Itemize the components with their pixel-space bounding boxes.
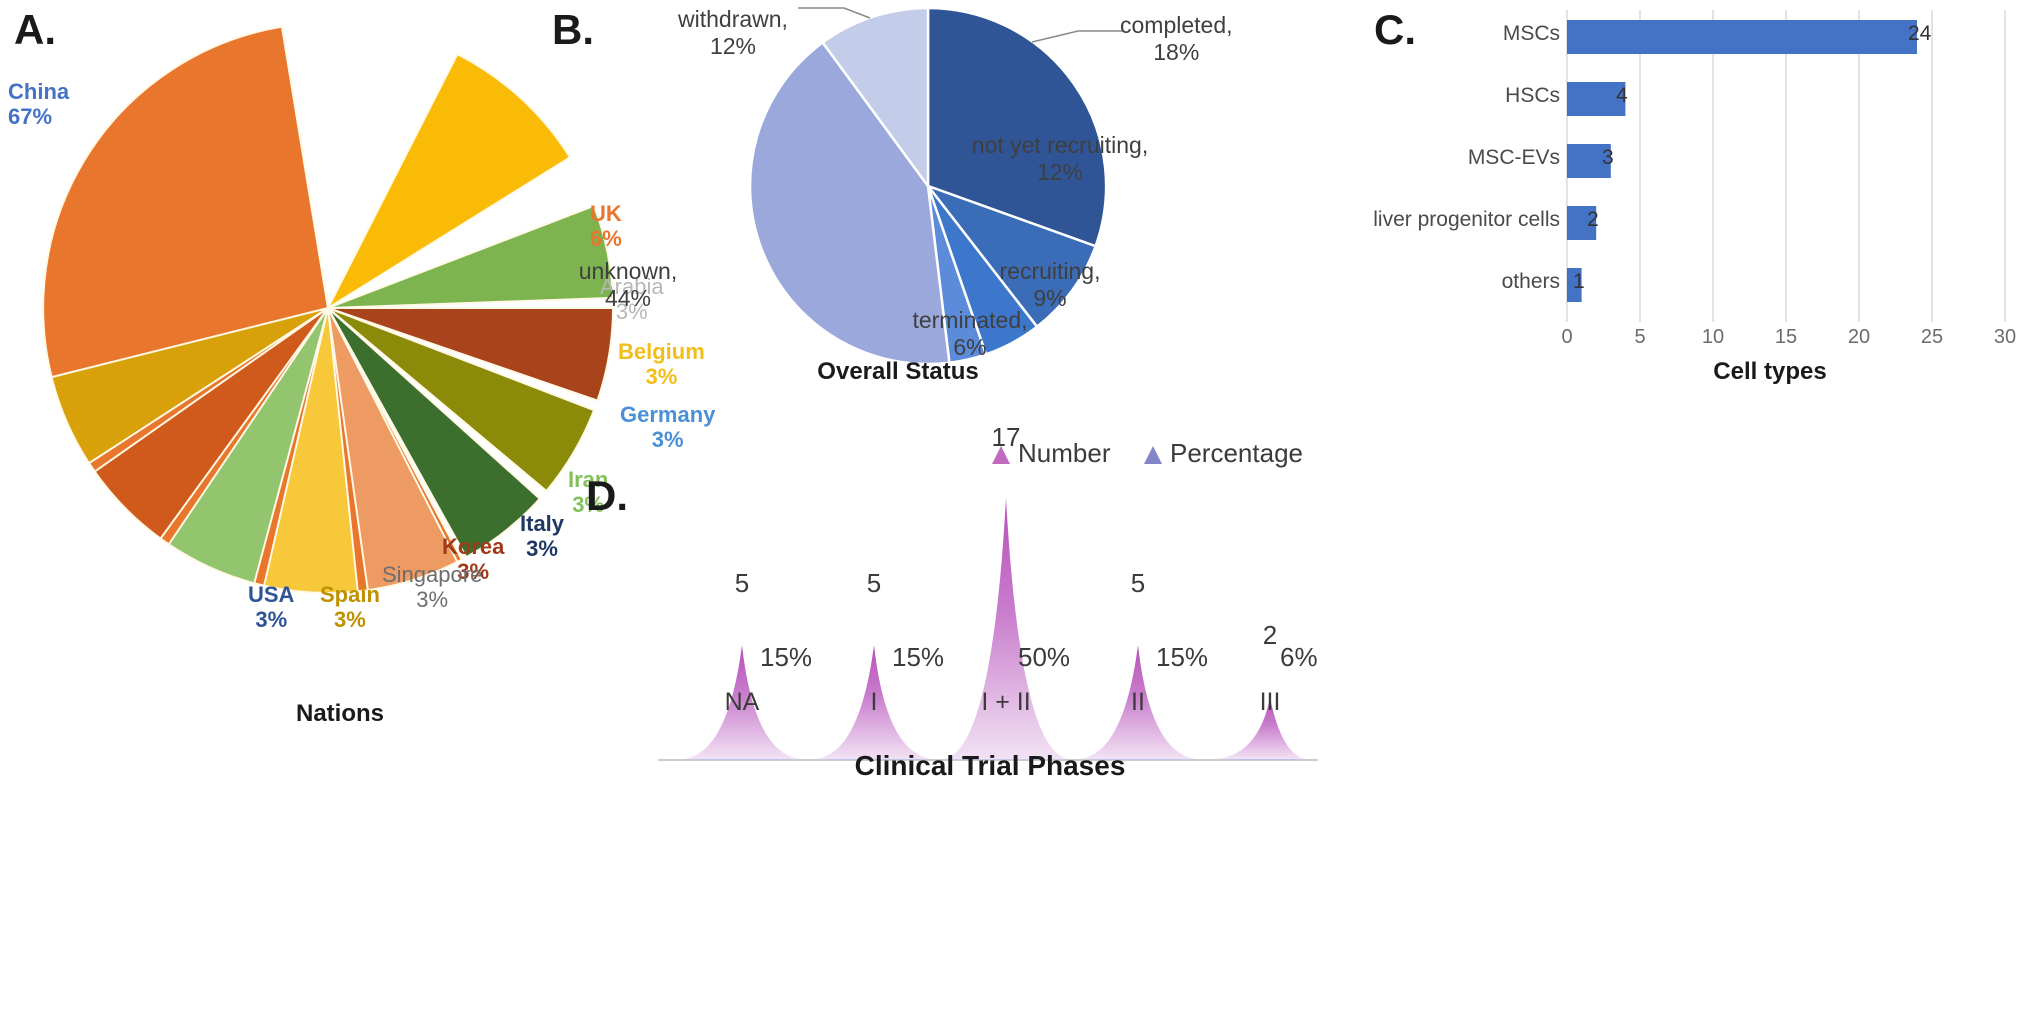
bar-value-hscs: 4: [1616, 84, 1628, 107]
pie-slice-belgium: [327, 307, 615, 402]
peak-number-iii: [1216, 698, 1306, 759]
pie-label-spain: Spain 3%: [320, 582, 380, 632]
panel-d-label: D.: [586, 472, 628, 519]
bar-label-others: others: [1501, 270, 1560, 293]
pie-slice-iran: [327, 307, 542, 559]
gridlines: [1566, 10, 2006, 322]
xcat-na: NA: [724, 688, 760, 716]
xtick-15: 15: [1774, 326, 1798, 348]
value-percentage-na: 15%: [760, 642, 813, 672]
panel-b-status-pie: B. withdrawn, 12%: [552, 0, 1380, 520]
pie-slice-withdrawn: [820, 6, 930, 190]
value-percentage-i: 15%: [892, 642, 945, 672]
panel-b-axis-title: Overall Status: [817, 358, 979, 385]
legend-marker-number: [992, 446, 1010, 464]
pie-slice-completed: [926, 6, 1108, 248]
bar-value-msc-evs: 3: [1602, 146, 1614, 169]
pie-slice-spain: [93, 307, 329, 540]
cell-types-bar-svg: [1566, 10, 2006, 322]
value-percentage-ii: 15%: [1156, 642, 1209, 672]
xcat-i: I: [870, 688, 878, 716]
pie-label-belgium: Belgium 3%: [618, 339, 705, 389]
panel-a-nations-pie: A. China 67% UK 6%: [0, 0, 715, 740]
xtick-5: 5: [1634, 326, 1646, 348]
pie-label-china: China 67%: [8, 79, 70, 129]
status-label-recruiting: recruiting, 9%: [999, 258, 1101, 312]
xcat-ii: II: [1131, 688, 1145, 716]
peak-number-ii: [1080, 645, 1196, 759]
leader-line-completed: [1031, 30, 1124, 43]
pie-slice-not-yet-recruiting: [924, 183, 1098, 329]
peak-number-i-ii: [944, 498, 1068, 759]
xtick-10: 10: [1701, 326, 1725, 348]
status-label-unknown: unknown, 44%: [578, 258, 678, 312]
status-label-not-yet-recruiting: not yet recruiting, 12%: [971, 132, 1149, 186]
status-label-completed: completed, 18%: [1120, 12, 1233, 66]
pie-label-singapore: Singapore 3%: [382, 562, 483, 612]
peak-number-i: [816, 645, 932, 759]
pie-label-usa: USA 3%: [248, 582, 295, 632]
bar-value-liver-progenitor-cells: 2: [1587, 208, 1599, 231]
panel-c-label: C.: [1374, 6, 1416, 53]
bar-mscs: [1567, 20, 1917, 54]
panel-a-axis-title: Nations: [295, 700, 384, 727]
xcat-iii: III: [1259, 688, 1281, 716]
value-number-i-ii: 17: [991, 422, 1021, 452]
peak-number-na: [684, 645, 800, 759]
value-number-i: 5: [866, 568, 882, 598]
pie-label-korea: Korea 3%: [442, 534, 505, 584]
pie-slice-italy: [327, 307, 459, 592]
xcat-i-ii: I + II: [981, 688, 1031, 716]
panel-c-axis-title: Cell types: [1713, 358, 1827, 385]
pie-slice-arabia: [327, 204, 614, 309]
bar-liver-progenitor-cells: [1567, 206, 1597, 240]
pie-label-germany: Germany 3%: [620, 402, 716, 452]
bar-label-hscs: HSCs: [1505, 84, 1560, 107]
value-percentage-iii: 6%: [1280, 642, 1318, 672]
xtick-0: 0: [1561, 326, 1573, 348]
pie-label-italy: Italy 3%: [520, 511, 565, 561]
legend-label-number: Number: [1018, 438, 1111, 468]
panel-b-label: B.: [552, 6, 594, 53]
pie-slice-usa: [50, 307, 329, 465]
status-label-withdrawn: withdrawn, 12%: [678, 6, 788, 60]
nations-pie-svg: [42, 25, 615, 594]
value-number-na: 5: [734, 568, 750, 598]
xtick-25: 25: [1920, 326, 1944, 348]
bar-label-mscs: MSCs: [1502, 22, 1560, 45]
bar-hscs: [1567, 82, 1626, 116]
pie-label-arabia: Arabia 3%: [600, 274, 664, 324]
series-number: [684, 498, 1306, 759]
status-label-terminated: terminated, 6%: [912, 307, 1028, 361]
bar-msc-evs: [1567, 144, 1611, 178]
pie-label-iran: Iran 3%: [568, 467, 609, 517]
legend-label-percentage: Percentage: [1170, 438, 1303, 468]
bar-label-msc-evs: MSC-EVs: [1467, 146, 1560, 169]
xtick-20: 20: [1847, 326, 1871, 348]
value-percentage-i-ii: 50%: [1018, 642, 1071, 672]
bar-value-mscs: 24: [1908, 22, 1932, 45]
pie-slice-unknown: [748, 40, 951, 366]
xtick-30: 30: [1993, 326, 2017, 348]
pie-label-uk: UK 6%: [590, 201, 622, 251]
bar-label-liver-progenitor-cells: liver progenitor cells: [1373, 208, 1560, 231]
pie-slice-germany: [327, 307, 596, 493]
panel-a-label: A.: [14, 6, 56, 53]
value-number-ii: 5: [1130, 568, 1146, 598]
bar-others: [1567, 268, 1582, 302]
panel-d-trial-phases: D. Number Percentage: [580, 420, 1340, 1016]
pie-slice-singapore: [167, 307, 329, 585]
status-pie-svg: [748, 6, 1124, 366]
pie-slice-uk: [325, 52, 572, 311]
leader-line-withdrawn: [798, 7, 871, 19]
panel-c-cell-types-bar: C. MSCs HSCs MSC-EVs liver progenitor ce…: [1370, 0, 2034, 500]
bar-value-others: 1: [1573, 270, 1585, 293]
legend-marker-percentage: [1144, 446, 1162, 464]
value-number-iii: 2: [1262, 620, 1278, 650]
bars: [1567, 20, 1917, 302]
trial-phases-area-svg: [658, 498, 1318, 761]
pie-slice-korea: [262, 307, 359, 594]
panel-d-axis-title: Clinical Trial Phases: [854, 750, 1126, 781]
